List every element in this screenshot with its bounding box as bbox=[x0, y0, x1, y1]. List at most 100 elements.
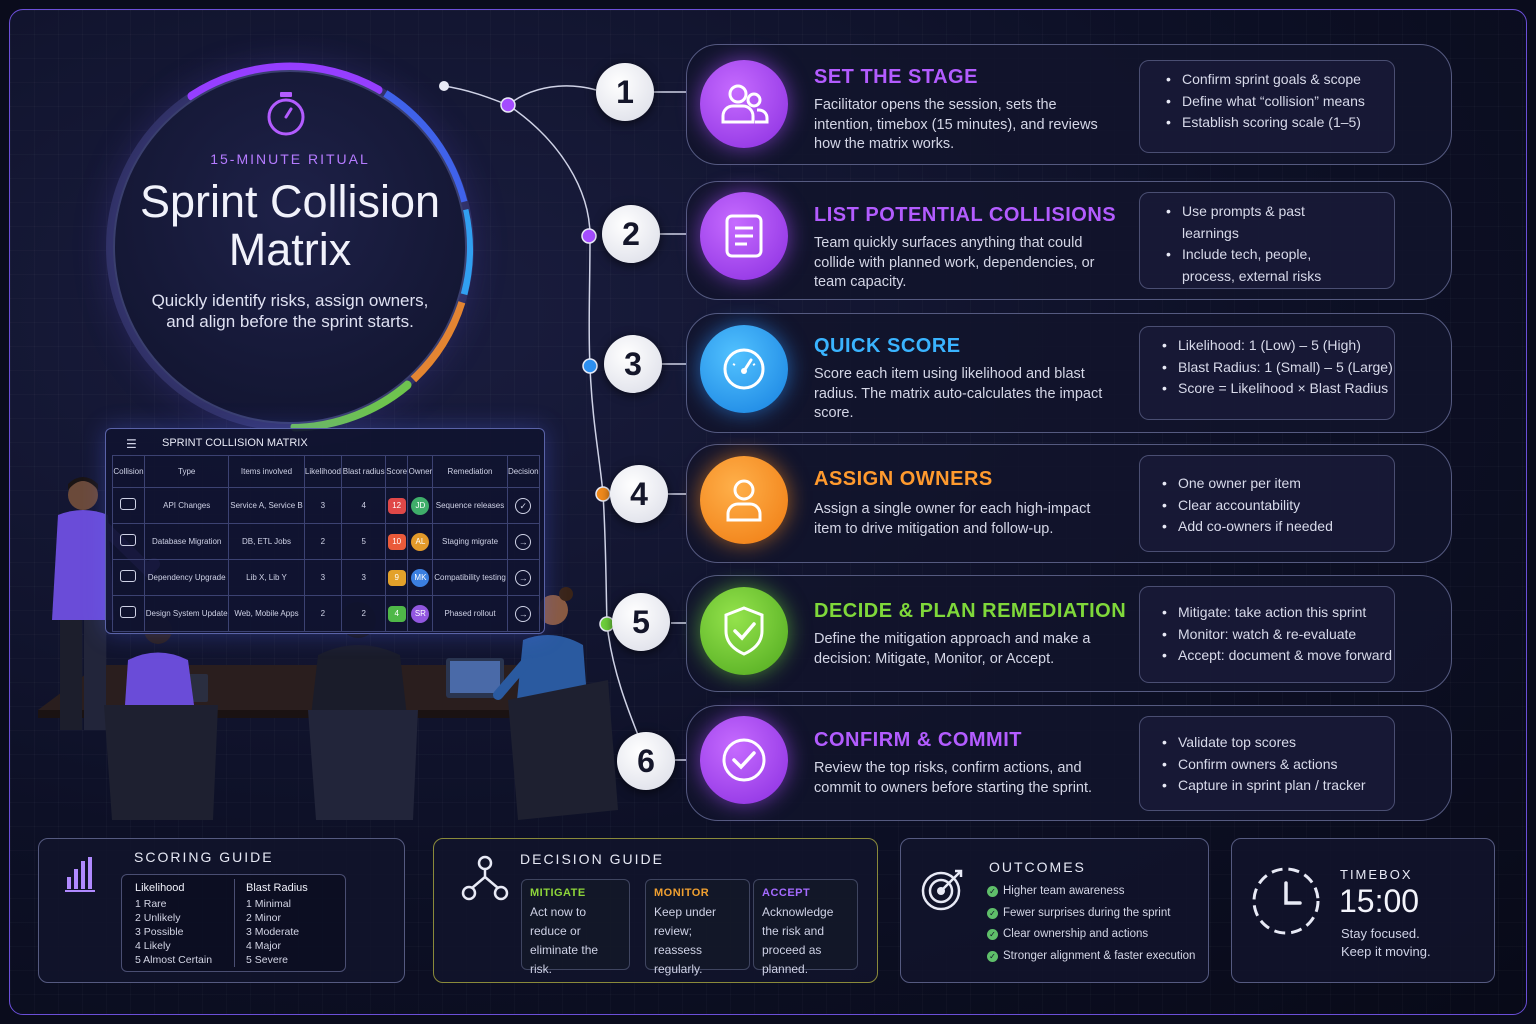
outcome-item: Higher team awareness bbox=[987, 881, 1195, 903]
detail-bullet: Accept: document & move forward bbox=[1158, 645, 1394, 667]
detail-bullet: Validate top scores bbox=[1158, 732, 1394, 754]
mitigate-text: Act now to reduce or eliminate the risk. bbox=[530, 905, 599, 976]
scale-entry: 4 Major bbox=[246, 940, 282, 952]
cell-remediation: Sequence releases bbox=[432, 487, 508, 524]
detail-bullet: Confirm sprint goals & scope bbox=[1162, 69, 1394, 91]
cell-type: Design System Update bbox=[143, 595, 230, 632]
timebox-title: TIMEBOX bbox=[1340, 867, 1413, 882]
detail-bullet: Monitor: watch & re-evaluate bbox=[1158, 624, 1394, 646]
detail-bullet: Add co-owners if needed bbox=[1158, 516, 1394, 538]
step-1-description: Facilitator opens the session, sets the … bbox=[814, 97, 1098, 152]
timebox-line-2: Keep it moving. bbox=[1341, 944, 1431, 959]
design-icon bbox=[120, 606, 137, 618]
scoring-guide-title: SCORING GUIDE bbox=[134, 849, 274, 865]
decision-button[interactable]: ✓ bbox=[515, 497, 532, 514]
step-4-number: 4 bbox=[610, 465, 668, 523]
score-badge: 9 bbox=[387, 569, 406, 586]
step-4-details: One owner per itemClear accountabilityAd… bbox=[1139, 455, 1395, 552]
cell-type: Dependency Upgrade bbox=[143, 559, 230, 596]
hero-kicker: 15-MINUTE RITUAL bbox=[210, 151, 370, 167]
detail-bullet: One owner per item bbox=[1158, 473, 1394, 495]
header-remediation: Remediation bbox=[432, 455, 508, 488]
decision-button[interactable]: → bbox=[515, 605, 532, 622]
page-title: Sprint Collision Matrix bbox=[139, 176, 441, 275]
scale-entry: 1 Rare bbox=[135, 898, 167, 910]
accept-option: ACCEPT Acknowledge the risk and proceed … bbox=[753, 879, 858, 976]
step-4-description: Assign a single owner for each high-impa… bbox=[814, 501, 1091, 537]
step-5-number: 5 bbox=[612, 593, 670, 651]
detail-bullet: Capture in sprint plan / tracker bbox=[1158, 775, 1394, 797]
step-6-description: Review the top risks, confirm actions, a… bbox=[814, 760, 1093, 796]
header-items: Items involved bbox=[228, 455, 305, 488]
scale-entry: 5 Almost Certain bbox=[135, 954, 213, 966]
detail-bullet: Establish scoring scale (1–5) bbox=[1162, 112, 1394, 134]
score-badge: 12 bbox=[387, 497, 406, 514]
detail-bullet: Likelihood: 1 (Low) – 5 (High) bbox=[1158, 335, 1394, 357]
cell-type: API Changes bbox=[143, 487, 230, 524]
step-2-number: 2 bbox=[602, 205, 660, 263]
step-6-details: Validate top scoresConfirm owners & acti… bbox=[1139, 716, 1395, 811]
header-blast-radius: Blast radius bbox=[341, 455, 387, 488]
detail-bullet: Clear accountability bbox=[1158, 495, 1394, 517]
database-icon bbox=[120, 534, 137, 546]
step-2-details: Use prompts & past learningsInclude tech… bbox=[1139, 192, 1395, 289]
person-icon bbox=[700, 456, 788, 544]
header-collision: Collision bbox=[112, 455, 145, 488]
cell-remediation: Phased rollout bbox=[432, 595, 508, 632]
score-badge: 4 bbox=[387, 605, 406, 622]
detail-bullet: Include tech, people, process, external … bbox=[1162, 244, 1362, 287]
scale-entry: 3 Moderate bbox=[246, 926, 300, 938]
outcomes-panel: OUTCOMES Higher team awarenessFewer surp… bbox=[900, 838, 1209, 983]
decision-guide-title: DECISION GUIDE bbox=[520, 851, 664, 867]
monitor-option: MONITOR Keep under review; reassess regu… bbox=[645, 879, 750, 976]
cell-remediation: Compatibility testing bbox=[432, 559, 508, 596]
step-5-title: DECIDE & PLAN REMEDIATION bbox=[814, 600, 1127, 622]
decision-button[interactable]: → bbox=[515, 569, 532, 586]
detail-bullet: Confirm owners & actions bbox=[1158, 754, 1394, 776]
bar-chart-icon bbox=[65, 857, 95, 892]
score-badge: 10 bbox=[387, 533, 406, 550]
hero-subtitle: Quickly identify risks, assign owners, a… bbox=[151, 291, 429, 331]
dependency-icon bbox=[120, 570, 137, 582]
gauge-icon bbox=[700, 325, 788, 413]
mitigate-label: MITIGATE bbox=[530, 887, 586, 899]
cell-items: Service A, Service B bbox=[228, 487, 305, 524]
step-1-details: Confirm sprint goals & scopeDefine what … bbox=[1139, 60, 1395, 153]
cell-type: Database Migration bbox=[143, 523, 230, 560]
step-3-title: QUICK SCORE bbox=[814, 335, 961, 357]
timebox-time: 15:00 bbox=[1339, 883, 1420, 919]
header-decision: Decision bbox=[506, 455, 541, 488]
outcome-item: Clear ownership and actions bbox=[987, 924, 1195, 946]
header-score: Score bbox=[385, 455, 409, 488]
owner-avatar: SR bbox=[411, 604, 430, 623]
monitor-text: Keep under review; reassess regularly. bbox=[654, 905, 717, 976]
decision-tree-icon bbox=[461, 855, 509, 901]
target-icon bbox=[921, 869, 963, 911]
step-6-number: 6 bbox=[617, 732, 675, 790]
accept-label: ACCEPT bbox=[762, 887, 811, 899]
step-4-title: ASSIGN OWNERS bbox=[814, 468, 993, 490]
outcomes-list: Higher team awarenessFewer surprises dur… bbox=[987, 881, 1195, 967]
cell-likelihood: 3 bbox=[303, 487, 343, 524]
header-type: Type bbox=[143, 455, 230, 488]
header-likelihood: Likelihood bbox=[303, 455, 343, 488]
decision-button[interactable]: → bbox=[515, 533, 532, 550]
step-3-number: 3 bbox=[604, 335, 662, 393]
owner-avatar: MK bbox=[411, 568, 430, 587]
detail-bullet: Score = Likelihood × Blast Radius bbox=[1158, 378, 1394, 400]
outcome-item: Stronger alignment & faster execution bbox=[987, 946, 1195, 968]
people-icon bbox=[700, 60, 788, 148]
detail-bullet: Use prompts & past learnings bbox=[1162, 201, 1362, 244]
monitor-label: MONITOR bbox=[654, 887, 710, 899]
scale-entry: 3 Possible bbox=[135, 926, 184, 938]
blast-radius-header: Blast Radius bbox=[246, 882, 308, 894]
cell-likelihood: 2 bbox=[303, 523, 343, 560]
cell-items: Web, Mobile Apps bbox=[228, 595, 305, 632]
menu-icon[interactable]: ☰ bbox=[126, 437, 137, 451]
hero-progress-ring bbox=[106, 62, 474, 432]
decision-guide-panel: DECISION GUIDE MITIGATE Act now to reduc… bbox=[433, 838, 878, 983]
cell-blast-radius: 2 bbox=[341, 595, 387, 632]
